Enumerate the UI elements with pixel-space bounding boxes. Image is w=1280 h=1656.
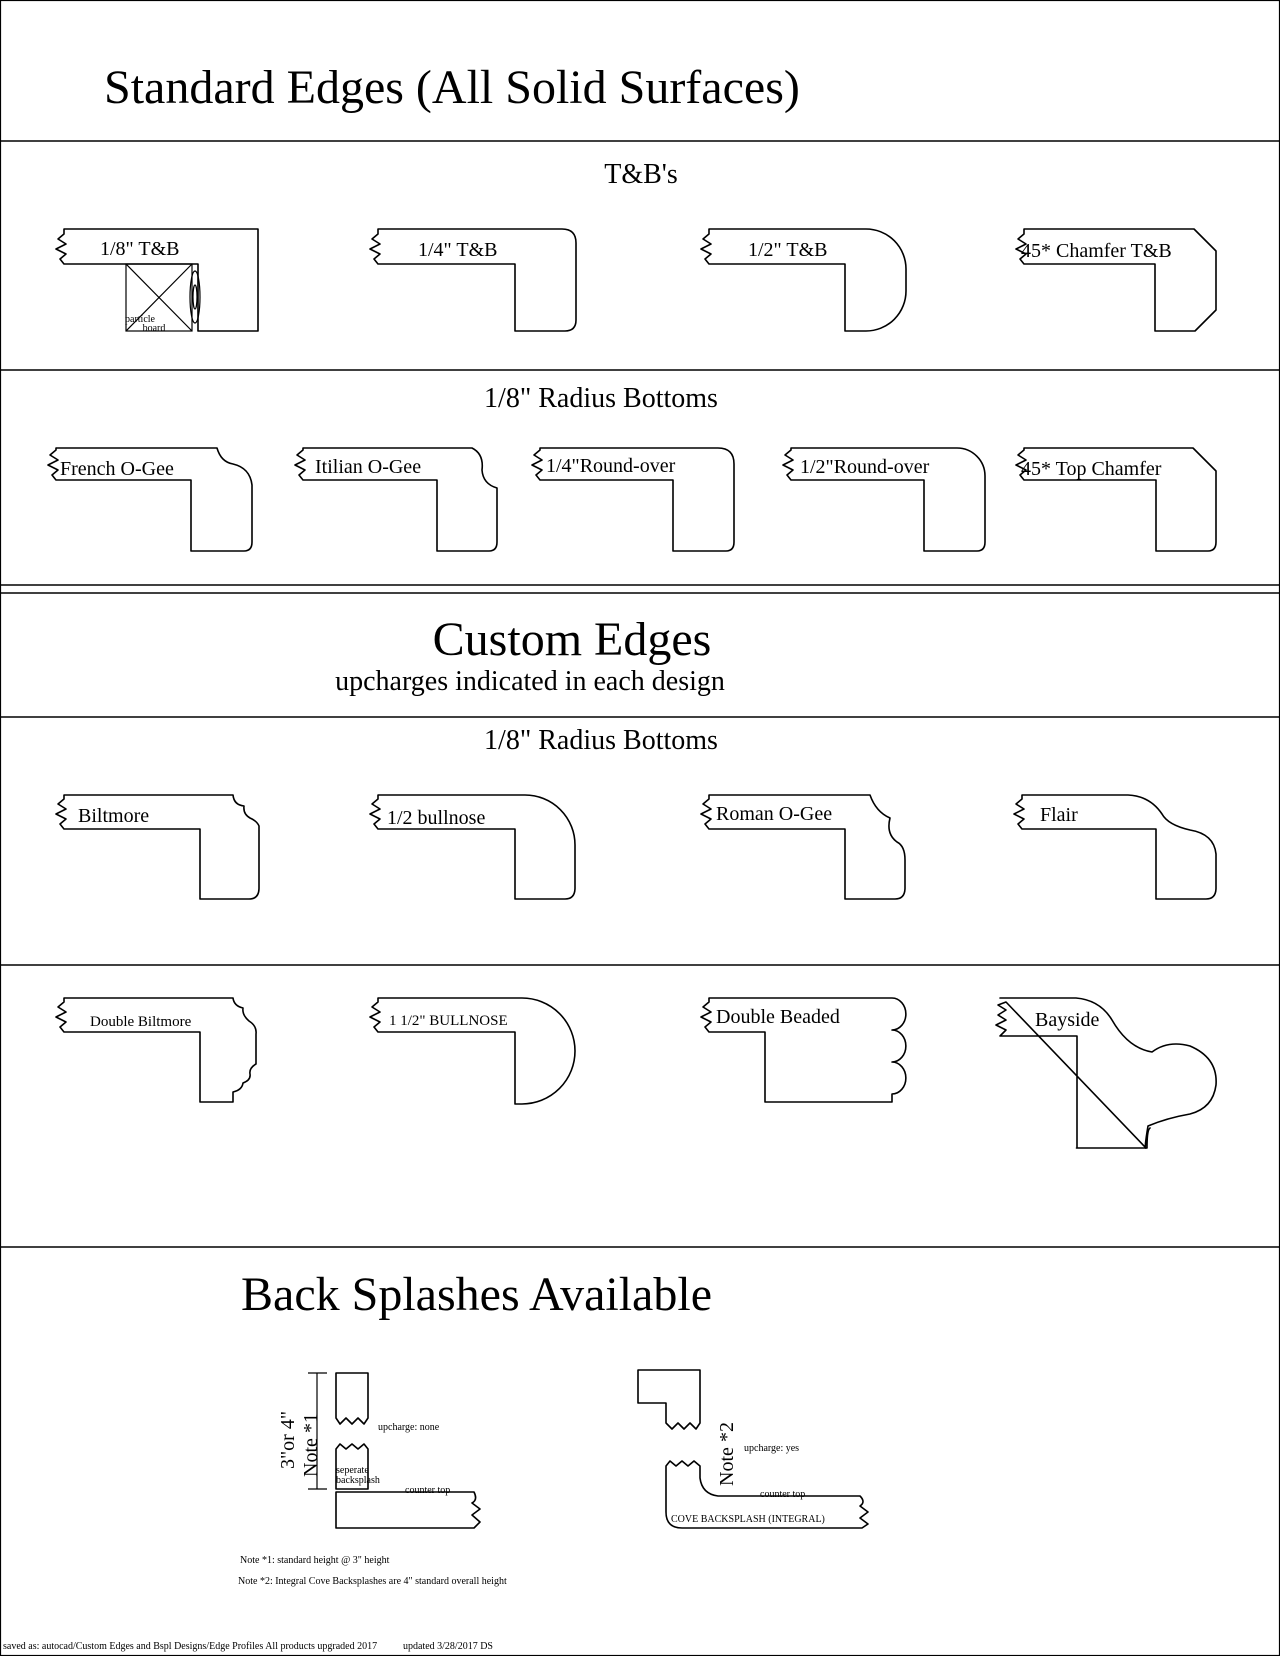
section-dividers — [0, 140, 1280, 1248]
particle-board-label-2: board — [143, 323, 166, 334]
counter-top-label-2: counter top — [760, 1489, 805, 1500]
radius-label-itilian-o-gee: Itilian O-Gee — [315, 456, 421, 478]
profile-double-biltmore: Double Biltmore — [55, 997, 257, 1103]
profile-1-4-round-over: 1/4"Round-over — [531, 447, 735, 552]
profile-45-top-chamfer: 45* Top Chamfer — [1015, 447, 1217, 552]
radius-label-1-4-round-over: 1/4"Round-over — [546, 455, 676, 477]
particle-board-label-1: particle — [125, 314, 156, 325]
note-1-tag: Note *1 — [300, 1413, 322, 1477]
profile-roman-o-gee: Roman O-Gee — [700, 794, 906, 900]
profile-1-2-tb: 1/2" T&B — [700, 228, 907, 332]
profile-1-1-2-bullnose: 1 1/2" BULLNOSE — [369, 997, 576, 1105]
custom-label-roman-o-gee: Roman O-Gee — [716, 803, 832, 825]
profile-1-4-tb: 1/4" T&B — [369, 228, 577, 332]
custom-label-1-2-bullnose: 1/2 bullnose — [387, 807, 485, 829]
profile-45-chamfer-tb: 45* Chamfer T&B — [1015, 228, 1217, 332]
profile-1-2-bullnose: 1/2 bullnose — [369, 794, 576, 900]
profile-double-beaded: Double Beaded — [700, 997, 907, 1103]
radius-bottoms-title-2: 1/8" Radius Bottoms — [484, 725, 718, 756]
note-2-text: Note *2: Integral Cove Backsplashes are … — [238, 1576, 507, 1587]
upcharge-yes-label: upcharge: yes — [744, 1443, 799, 1454]
back-splashes-title: Back Splashes Available — [241, 1268, 712, 1321]
standard-edges-title: Standard Edges (All Solid Surfaces) — [104, 61, 800, 114]
tb-label-1-8: 1/8" T&B — [100, 238, 179, 260]
radius-label-french-o-gee: French O-Gee — [60, 458, 174, 480]
profile-biltmore: Biltmore — [55, 794, 260, 900]
custom-edges-title: Custom Edges — [433, 613, 712, 666]
upcharge-none-label: upcharge: none — [378, 1422, 440, 1433]
profile-1-8-tb: particle board 1/8" T&B — [55, 228, 259, 334]
radius-label-1-2-round-over: 1/2"Round-over — [800, 456, 930, 478]
tb-section-title: T&B's — [604, 159, 678, 190]
radius-bottoms-title-1: 1/8" Radius Bottoms — [484, 383, 718, 414]
footer-saved-path: saved as: autocad/Custom Edges and Bspl … — [3, 1641, 377, 1652]
profile-itilian-o-gee: Itilian O-Gee — [294, 447, 498, 552]
profile-french-o-gee: French O-Gee — [47, 447, 253, 552]
custom-label-biltmore: Biltmore — [78, 805, 149, 827]
note-1-text: Note *1: standard height @ 3" height — [240, 1555, 390, 1566]
radius-label-45-top-chamfer: 45* Top Chamfer — [1021, 458, 1162, 480]
profile-bayside: Bayside — [995, 997, 1217, 1149]
separate-label-1: seperate — [336, 1465, 369, 1476]
integral-cove-backsplash-diagram: upcharge: yes counter top COVE BACKSPLAS… — [637, 1369, 869, 1529]
custom-edges-subtitle: upcharges indicated in each design — [335, 666, 725, 697]
height-label: 3"or 4" — [277, 1411, 299, 1469]
profile-1-2-round-over: 1/2"Round-over — [782, 447, 986, 552]
counter-top-label-1: counter top — [405, 1485, 450, 1496]
tb-label-1-4: 1/4" T&B — [418, 239, 497, 261]
custom-label-1-1-2-bullnose: 1 1/2" BULLNOSE — [389, 1013, 508, 1029]
tb-label-1-2: 1/2" T&B — [748, 239, 827, 261]
tb-label-45-chamfer: 45* Chamfer T&B — [1021, 240, 1172, 262]
footer-updated: updated 3/28/2017 DS — [403, 1641, 493, 1652]
cove-backsplash-label: COVE BACKSPLASH (INTEGRAL) — [671, 1514, 825, 1525]
custom-label-flair: Flair — [1040, 804, 1078, 826]
separate-backsplash-diagram: upcharge: none seperate backsplash count… — [277, 1372, 481, 1529]
note-2-tag: Note *2 — [716, 1422, 738, 1486]
profile-flair: Flair — [1013, 794, 1217, 900]
custom-label-double-biltmore: Double Biltmore — [90, 1014, 192, 1030]
custom-label-bayside: Bayside — [1035, 1009, 1100, 1031]
separate-label-2: backsplash — [336, 1475, 380, 1486]
custom-label-double-beaded: Double Beaded — [716, 1006, 840, 1028]
